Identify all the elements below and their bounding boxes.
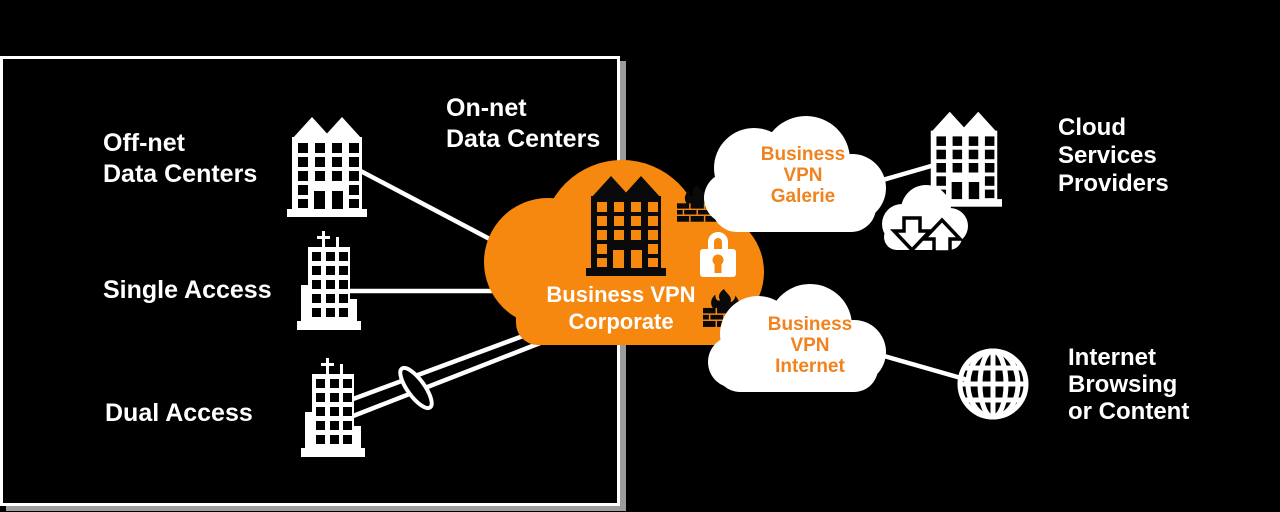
connector-line-internet [869,349,969,383]
cloud-services-providers-label: Cloud Services Providers [1058,114,1169,197]
business-vpn-galerie-label: Business VPN Galerie [760,144,846,207]
off-net-building-icon [287,117,367,217]
business-vpn-internet-label: Business VPN Internet [767,314,853,377]
padlock-icon [700,232,736,277]
building-windows [316,379,352,444]
connector-line-dual-1 [344,323,551,405]
building-windows [936,136,995,200]
cloud-services-building-icon [926,111,1002,207]
dual-access-building-icon [301,358,365,457]
on-net-data-centers-label: On-net Data Centers [446,94,601,153]
globe-icon [957,348,1029,420]
internet-browsing-label: Internet Browsing or Content [1068,344,1190,425]
business-vpn-corporate-label: Business VPN Corporate [546,282,696,334]
connector-line-dual-2 [347,333,559,421]
single-access-building-icon [297,231,361,330]
link-bundle-loop-icon [398,365,434,411]
building-windows [597,202,658,268]
upload-arrow-icon [919,217,965,254]
single-access-label: Single Access [103,276,272,304]
dual-access-label: Dual Access [105,399,253,427]
business-vpn-galerie-cloud [704,116,886,232]
building-windows [298,143,359,209]
business-vpn-internet-cloud [708,284,886,392]
corporate-building-icon [586,176,666,276]
building-windows [312,252,348,317]
off-net-data-centers-label: Off-net Data Centers [103,129,258,188]
cloud-upload-download-icon [882,185,968,254]
